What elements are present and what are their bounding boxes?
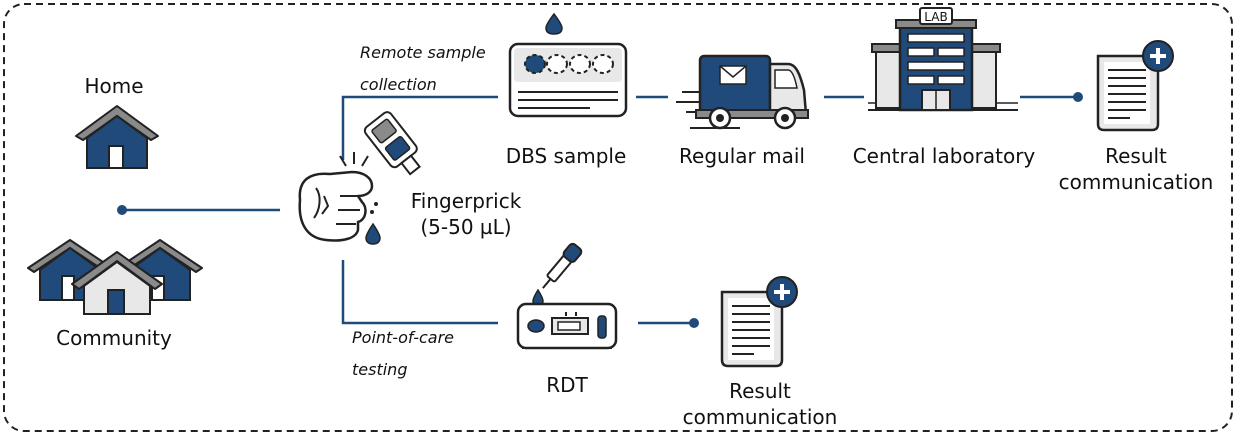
home-label: Home: [84, 74, 143, 98]
fingerprick-label-line1: Fingerprick: [411, 189, 522, 213]
community-label: Community: [56, 326, 172, 350]
blood-drop-icon: [365, 222, 381, 245]
result-document-icon: [1096, 54, 1160, 132]
lab-building-icon: LAB: [868, 7, 1018, 112]
rdt-label: RDT: [546, 373, 588, 397]
rdt-cassette-icon: [516, 302, 618, 350]
central-laboratory-label: Central laboratory: [853, 144, 1036, 168]
connector-left: [117, 205, 280, 215]
community-houses-icon: [27, 239, 203, 315]
dbs-sample-label: DBS sample: [506, 144, 627, 168]
dropper-icon: [532, 242, 583, 307]
remote-sample-label-line1: Remote sample: [360, 43, 486, 62]
result-bottom-label-line1: Result: [729, 379, 791, 403]
connector-rdt-result: [638, 318, 699, 328]
result-top-label-line2: communication: [1059, 170, 1214, 194]
remote-sample-label-line2: collection: [360, 75, 437, 94]
house-icon: [75, 105, 159, 169]
connector-lab-result: [1020, 92, 1083, 102]
regular-mail-label: Regular mail: [679, 144, 805, 168]
dbs-card-icon: [508, 12, 628, 118]
result-top-label-line1: Result: [1105, 144, 1167, 168]
point-of-care-label-line2: testing: [352, 360, 407, 379]
result-bottom-label-line2: communication: [683, 405, 838, 429]
plus-badge-icon: [1142, 40, 1174, 72]
branch-connectors: [341, 95, 498, 325]
dashed-frame: [3, 3, 1233, 432]
fist-device-icon: [298, 111, 421, 242]
plus-badge-icon: [766, 276, 798, 308]
mail-truck-icon: [676, 54, 809, 130]
fingerprick-label-line2: (5-50 µL): [420, 215, 511, 239]
lab-sign-text: LAB: [924, 10, 947, 24]
point-of-care-label-line1: Point-of-care: [352, 328, 454, 347]
